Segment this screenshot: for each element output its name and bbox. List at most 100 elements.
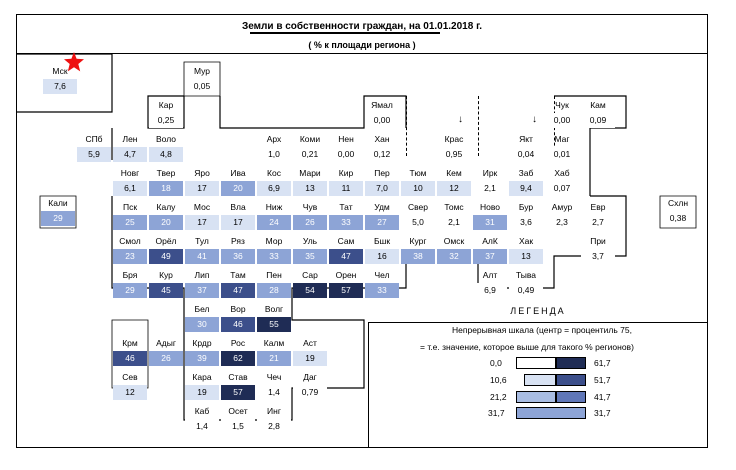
- legend-row-left: 0,0: [490, 358, 502, 368]
- region-value: 1,4: [185, 419, 219, 434]
- region-name: Мор: [265, 236, 283, 246]
- region-value: 1,5: [221, 419, 255, 434]
- region-value: 55: [257, 317, 291, 332]
- region-value: 9,4: [509, 181, 543, 196]
- region-name: Твер: [156, 168, 176, 178]
- region-name: Кам: [590, 100, 606, 110]
- region-value: 5,0: [401, 215, 435, 230]
- region-value: 4,8: [149, 147, 183, 162]
- region-name: Вор: [230, 304, 246, 314]
- region-name: Заб: [518, 168, 534, 178]
- region-value: 7,6: [43, 79, 77, 94]
- region-value: 33: [257, 249, 291, 264]
- region-name: Хак: [518, 236, 534, 246]
- region-name: Сар: [302, 270, 318, 280]
- region-name: Пер: [374, 168, 390, 178]
- region-name: Став: [228, 372, 248, 382]
- legend-swatch-mid-dark: [556, 391, 586, 403]
- region-value: 6,9: [473, 283, 507, 298]
- region-value: 45: [149, 283, 183, 298]
- region-value: 1,0: [257, 147, 291, 162]
- legend-row-right: 41,7: [594, 392, 611, 402]
- region-value: 2,1: [473, 181, 507, 196]
- region-value: 10: [401, 181, 435, 196]
- legend-row-left: 10,6: [490, 375, 507, 385]
- region-value: 6,1: [113, 181, 147, 196]
- region-value: 30: [185, 317, 219, 332]
- region-tile: Калу 20: [148, 198, 184, 232]
- region-value: 24: [257, 215, 291, 230]
- legend-swatch-light: [524, 374, 556, 386]
- region-name: Ирк: [482, 168, 498, 178]
- region-tile: Пер 7,0: [364, 164, 400, 198]
- arrow-down-icon: ↓: [532, 114, 537, 125]
- region-value: 54: [293, 283, 327, 298]
- region-name: Удм: [374, 202, 390, 212]
- region-name: Калу: [156, 202, 176, 212]
- region-name: Кар: [158, 100, 174, 110]
- region-name: Евр: [590, 202, 606, 212]
- region-name: Вла: [230, 202, 246, 212]
- region-value: 38: [401, 249, 435, 264]
- region-value: 29: [113, 283, 147, 298]
- region-value: 26: [149, 351, 183, 366]
- legend-swatch-white: [516, 357, 556, 369]
- region-name: Новг: [120, 168, 140, 178]
- region-value: 31: [473, 215, 507, 230]
- region-value: 57: [221, 385, 255, 400]
- region-value: 0,00: [329, 147, 363, 162]
- region-value: 19: [185, 385, 219, 400]
- region-value: 47: [329, 249, 363, 264]
- region-tile: Став 57: [220, 368, 256, 402]
- region-value: 20: [149, 215, 183, 230]
- region-value: 0,07: [545, 181, 579, 196]
- region-value: 0,95: [437, 147, 471, 162]
- region-value: 0,00: [365, 113, 399, 128]
- region-name: Коми: [299, 134, 321, 144]
- region-value: 57: [329, 283, 363, 298]
- legend-row-right: 51,7: [594, 375, 611, 385]
- region-value: 46: [221, 317, 255, 332]
- region-value: 12: [113, 385, 147, 400]
- region-value: 20: [221, 181, 255, 196]
- region-name: Нен: [338, 134, 354, 144]
- region-name: Свер: [407, 202, 428, 212]
- region-name: Тыва: [515, 270, 537, 280]
- region-value: 49: [149, 249, 183, 264]
- region-name: Арх: [266, 134, 282, 144]
- region-name: Крас: [444, 134, 464, 144]
- region-value: 33: [329, 215, 363, 230]
- region-value: 28: [257, 283, 291, 298]
- region-value: 17: [185, 181, 219, 196]
- region-value: 7,0: [365, 181, 399, 196]
- region-name: Смол: [119, 236, 141, 246]
